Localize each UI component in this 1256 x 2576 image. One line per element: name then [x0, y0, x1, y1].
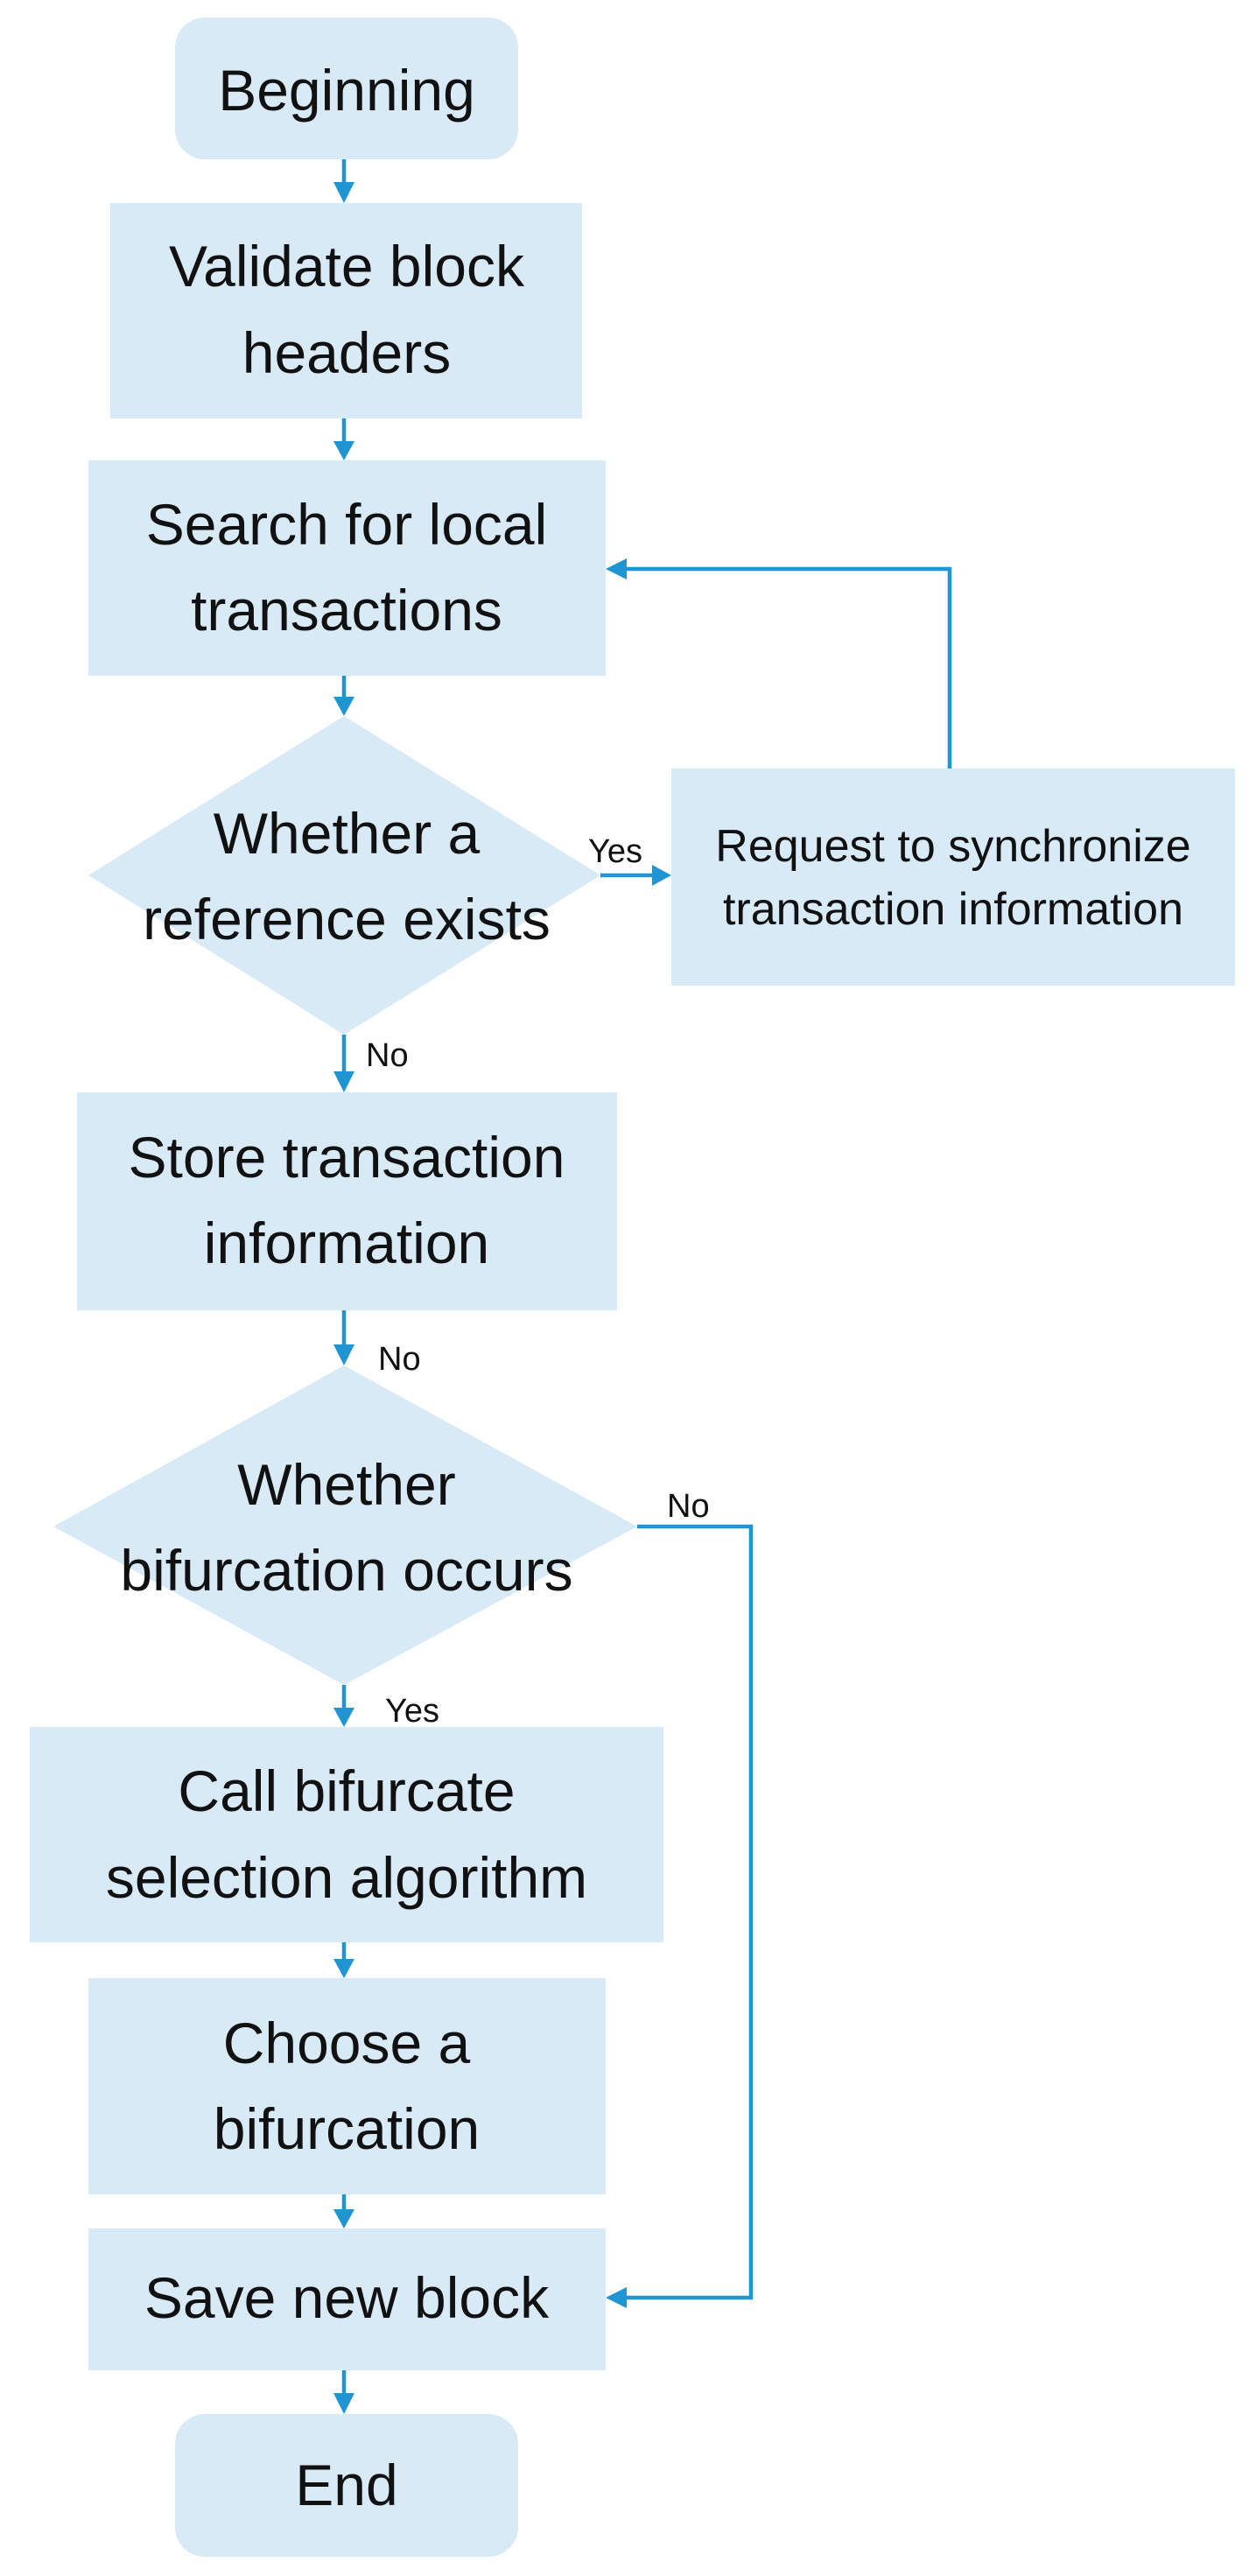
- arrowhead-icon: [333, 1708, 354, 1727]
- node-beginning: Beginning: [175, 18, 518, 159]
- edge-label-bifurcation-yes: Yes: [385, 1693, 439, 1730]
- edge-bifurcation-save-no: [623, 1524, 754, 2300]
- arrowhead-icon: [333, 2393, 354, 2414]
- edge-label-bifurcation-no: No: [667, 1488, 710, 1525]
- arrowhead-icon: [333, 182, 354, 203]
- node-reference-line-2: reference exists: [143, 887, 551, 951]
- node-store-transaction: Store transaction information: [77, 1092, 617, 1310]
- arrowhead-icon: [333, 441, 354, 460]
- node-bifurcation-line-1: Whether: [237, 1452, 455, 1517]
- node-search-line-1: Search for local: [146, 492, 548, 557]
- node-choose-bifurcation: Choose a bifurcation: [88, 1978, 606, 2194]
- arrowhead-icon: [652, 865, 671, 886]
- arrowhead-icon: [333, 2209, 354, 2229]
- edge-request-search-loop: [623, 566, 952, 769]
- node-call-line-1: Call bifurcate: [178, 1758, 515, 1823]
- node-store-line-2: information: [204, 1211, 490, 1275]
- node-bifurcation-decision: Whether bifurcation occurs: [53, 1365, 637, 1685]
- node-search-local-transactions: Search for local transactions: [88, 460, 606, 676]
- node-call-bifurcate-algorithm: Call bifurcate selection algorithm: [30, 1727, 663, 1942]
- node-bifurcation-line-2: bifurcation occurs: [120, 1538, 572, 1603]
- node-request-synchronize: Request to synchronize transaction infor…: [671, 769, 1235, 986]
- node-save-text: Save new block: [144, 2265, 550, 2330]
- arrowhead-icon: [606, 2287, 627, 2308]
- arrowhead-icon: [333, 1959, 354, 1978]
- edge-labels: Yes No No No Yes: [366, 833, 710, 1730]
- node-store-line-1: Store transaction: [129, 1125, 565, 1190]
- node-beginning-text: Beginning: [218, 58, 475, 123]
- arrowhead-icon: [333, 1071, 354, 1092]
- node-choose-line-2: bifurcation: [214, 2096, 481, 2161]
- node-end: End: [175, 2414, 518, 2557]
- node-request-line-1: Request to synchronize: [715, 821, 1190, 872]
- node-search-line-2: transactions: [191, 578, 502, 642]
- node-request-line-2: transaction information: [723, 884, 1183, 935]
- node-choose-line-1: Choose a: [223, 2011, 471, 2075]
- node-validate-line-2: headers: [242, 320, 452, 385]
- edge-label-store-no: No: [378, 1341, 421, 1378]
- node-validate-line-1: Validate block: [169, 234, 525, 298]
- edge-label-reference-no: No: [366, 1037, 409, 1074]
- node-validate-block-headers: Validate block headers: [110, 203, 582, 418]
- arrowhead-icon: [333, 1344, 354, 1365]
- node-call-line-2: selection algorithm: [106, 1845, 587, 1910]
- node-save-new-block: Save new block: [88, 2229, 606, 2370]
- arrowhead-icon: [606, 558, 627, 579]
- connectors: [333, 158, 952, 2414]
- arrowhead-icon: [333, 697, 354, 716]
- node-reference-line-1: Whether a: [214, 801, 481, 866]
- edge-label-reference-yes: Yes: [588, 833, 642, 870]
- node-reference-decision: Whether a reference exists: [88, 716, 600, 1035]
- node-end-text: End: [295, 2453, 397, 2517]
